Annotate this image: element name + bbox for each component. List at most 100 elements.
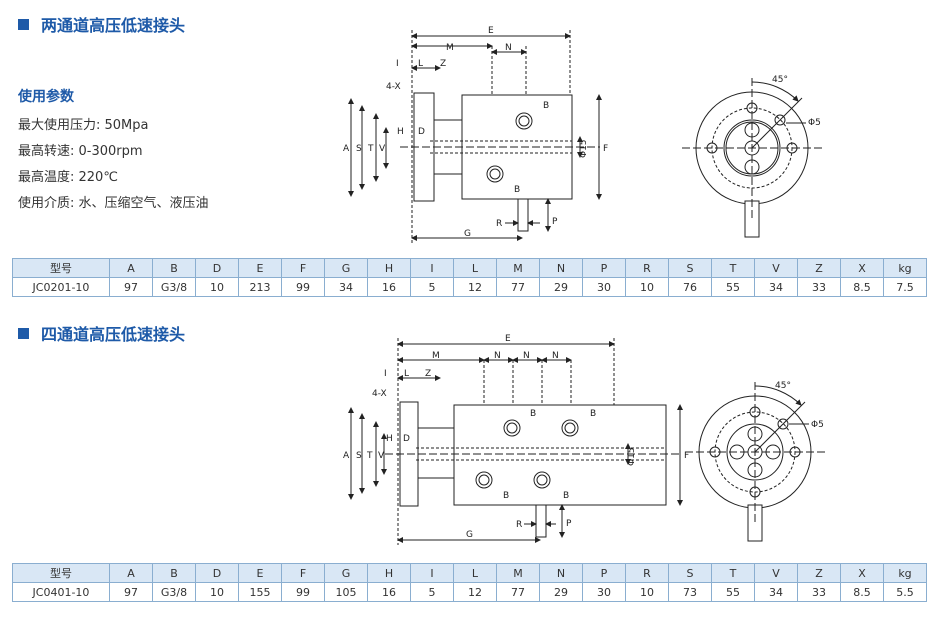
table-cell: 5.5 — [883, 582, 927, 602]
table-header-cell: Z — [797, 258, 841, 278]
table-cell: 99 — [281, 277, 325, 297]
table-header-row: 型号 A B D E F G H I L M N P R S T V Z X k… — [12, 258, 927, 278]
dim-label-b1: B — [543, 101, 549, 111]
table-cell: 8.5 — [840, 582, 884, 602]
table-cell: 34 — [754, 582, 798, 602]
side-view-4ch-labels: E M N N N I L Z 4-X A S T V H D B B B B … — [343, 334, 689, 540]
table-header-cell: P — [582, 563, 626, 583]
dim-label-a: A — [343, 451, 350, 461]
table-cell: 5 — [410, 582, 454, 602]
table-cell: 34 — [754, 277, 798, 297]
table-header-cell: V — [754, 563, 798, 583]
table-header-cell: 型号 — [12, 563, 110, 583]
dim-label-p: P — [552, 217, 558, 227]
table-cell: 30 — [582, 277, 626, 297]
params-heading: 使用参数 — [18, 89, 74, 105]
section2-title: 四通道高压低速接头 — [18, 321, 185, 345]
table-header-cell: B — [152, 563, 196, 583]
table-header-cell: L — [453, 258, 497, 278]
side-view-4ch — [348, 338, 683, 545]
table-cell: 97 — [109, 582, 153, 602]
table-header-cell: N — [539, 563, 583, 583]
dim-label-s: S — [356, 451, 362, 461]
dim-label-v: V — [378, 451, 385, 461]
table-header-cell: E — [238, 563, 282, 583]
dim-label-i: I — [384, 369, 387, 379]
dim-label-n: N — [505, 43, 512, 53]
table-header-cell: X — [840, 258, 884, 278]
dim-label-n1: N — [494, 351, 501, 361]
table-header-cell: H — [367, 258, 411, 278]
title-bullet-icon — [18, 18, 29, 30]
table-cell: 10 — [195, 582, 239, 602]
spec-table-2ch: 型号 A B D E F G H I L M N P R S T V Z X k… — [12, 258, 927, 297]
dim-label-phi15: Φ15 — [579, 139, 589, 158]
front-view-2ch-labels: 45° Φ5 — [772, 75, 821, 128]
dim-label-b4: B — [563, 491, 569, 501]
table-header-cell: M — [496, 258, 540, 278]
dim-label-h: H — [386, 434, 393, 444]
table-cell: 10 — [625, 582, 669, 602]
table-header-cell: D — [195, 258, 239, 278]
table-cell: 30 — [582, 582, 626, 602]
param-medium: 使用介质: 水、压缩空气、液压油 — [18, 196, 209, 211]
table-header-cell: G — [324, 258, 368, 278]
table-header-cell: M — [496, 563, 540, 583]
table-cell: 73 — [668, 582, 712, 602]
table-header-row: 型号 A B D E F G H I L M N P R S T V Z X k… — [12, 563, 927, 583]
table-cell: 77 — [496, 277, 540, 297]
table-header-cell: I — [410, 563, 454, 583]
table-cell: G3/8 — [152, 277, 196, 297]
dim-label-x: 4-X — [372, 389, 387, 399]
table-row: JC0201-10 97 G3/8 10 213 99 34 16 5 12 7… — [12, 277, 927, 297]
dim-label-m: M — [446, 43, 454, 53]
table-cell: 29 — [539, 277, 583, 297]
table-cell: 77 — [496, 582, 540, 602]
dim-label-phi15: Φ15 — [627, 447, 637, 466]
dim-label-z: Z — [440, 59, 446, 69]
table-header-cell: kg — [883, 563, 927, 583]
dim-label-g: G — [464, 229, 471, 239]
table-cell: 99 — [281, 582, 325, 602]
front-view-4ch — [685, 382, 825, 542]
usage-parameters: 使用参数 最大使用压力: 50Mpa 最高转速: 0-300rpm 最高温度: … — [18, 86, 209, 218]
table-cell: JC0401-10 — [12, 582, 110, 602]
param-temperature: 最高温度: 220℃ — [18, 170, 118, 185]
table-header-cell: L — [453, 563, 497, 583]
dim-label-s: S — [356, 144, 362, 154]
dim-label-n2: N — [523, 351, 530, 361]
dim-label-b2: B — [514, 185, 520, 195]
table-header-cell: I — [410, 258, 454, 278]
table-cell: 5 — [410, 277, 454, 297]
front-view-2ch — [682, 78, 822, 238]
param-pressure: 最大使用压力: 50Mpa — [18, 118, 149, 133]
table-header-cell: B — [152, 258, 196, 278]
table-cell: 97 — [109, 277, 153, 297]
table-row: JC0401-10 97 G3/8 10 155 99 105 16 5 12 … — [12, 582, 927, 602]
dim-label-b2: B — [590, 409, 596, 419]
table-cell: 34 — [324, 277, 368, 297]
table-cell: 33 — [797, 277, 841, 297]
table-cell: JC0201-10 — [12, 277, 110, 297]
table-header-cell: X — [840, 563, 884, 583]
dim-label-p: P — [566, 519, 572, 529]
dim-label-x: 4-X — [386, 82, 401, 92]
table-header-cell: S — [668, 563, 712, 583]
dim-label-l: L — [418, 59, 423, 69]
table-header-cell: P — [582, 258, 626, 278]
dim-label-e: E — [505, 334, 511, 344]
dim-label-e: E — [488, 26, 494, 36]
table-cell: 105 — [324, 582, 368, 602]
dim-label-h: H — [397, 127, 404, 137]
dim-label-v: V — [379, 144, 386, 154]
table-header-cell: S — [668, 258, 712, 278]
hole-dia-label: Φ5 — [811, 420, 824, 430]
param-speed: 最高转速: 0-300rpm — [18, 144, 143, 159]
table-header-cell: F — [281, 258, 325, 278]
table-header-cell: Z — [797, 563, 841, 583]
table-cell: 155 — [238, 582, 282, 602]
table-header-cell: F — [281, 563, 325, 583]
table-header-cell: kg — [883, 258, 927, 278]
section1-title: 两通道高压低速接头 — [18, 12, 185, 36]
